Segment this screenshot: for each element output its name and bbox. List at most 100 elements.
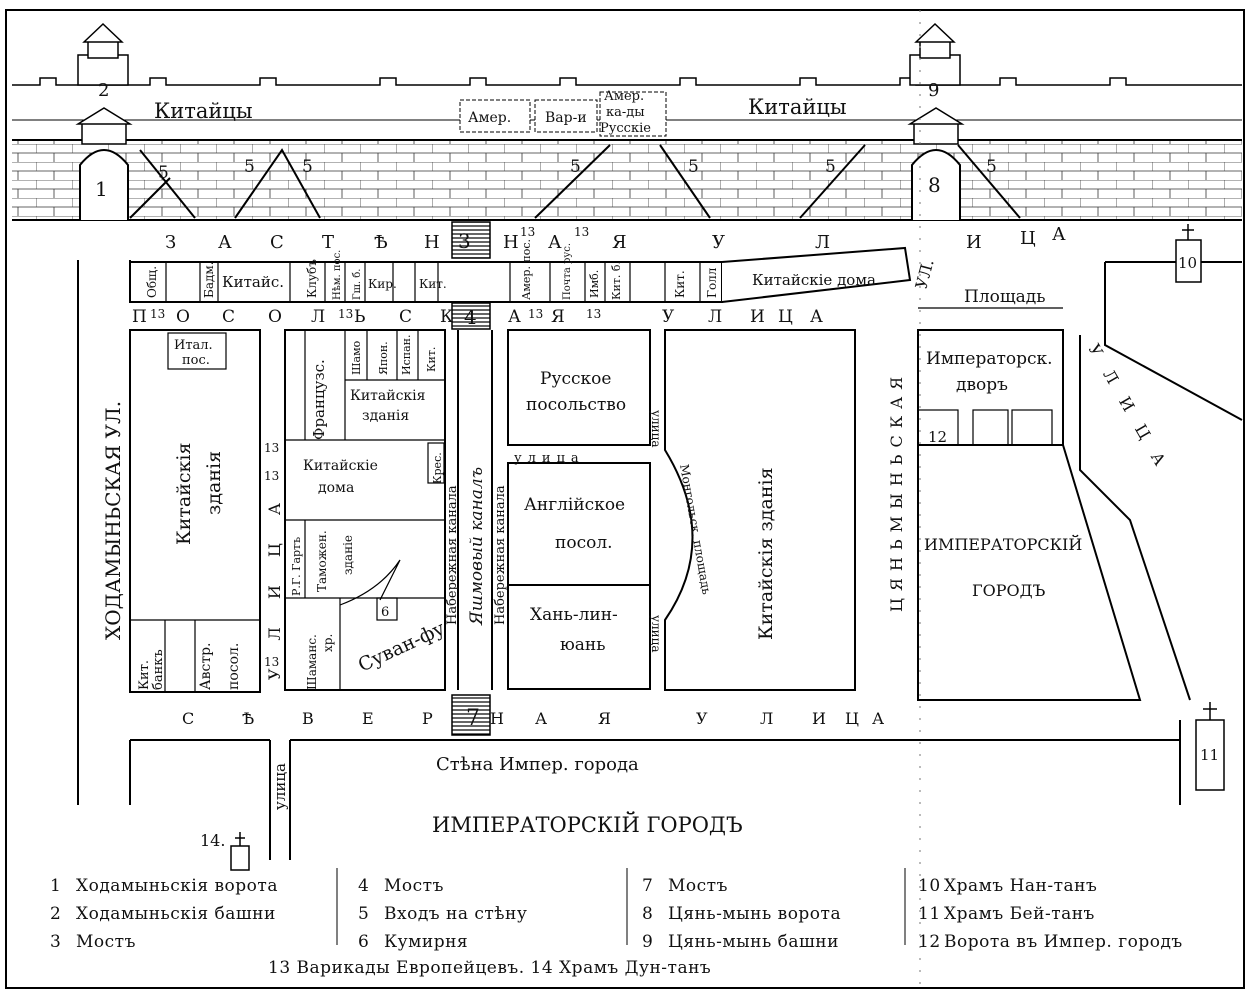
label-kit-b: Кит. б. — [610, 261, 623, 300]
label-klub: Клубъ — [305, 259, 319, 298]
marker-2: 2 — [98, 80, 109, 101]
label-amer-pos: Амер. пос. — [520, 239, 533, 300]
temple-14 — [230, 832, 250, 871]
street-tsyanmyn: ЦЯНЬМЫНЬСКАЯ — [887, 370, 906, 612]
marker-13a: 13 — [150, 307, 165, 321]
marker-9: 9 — [928, 80, 939, 101]
posolskaya-letter: А — [508, 307, 521, 327]
label-kit-zd-small-1: Китайскія — [350, 388, 426, 404]
posolskaya-letter: Ь — [354, 307, 365, 327]
marker-4: 4 — [464, 305, 477, 329]
marker-5c: 5 — [302, 157, 313, 177]
label-suvan-fu: Суван-фу — [355, 617, 448, 676]
severnaya-letter: Р — [422, 709, 433, 728]
label-kit3: Кит. — [425, 347, 438, 372]
tsyanmyn-towers — [907, 22, 965, 145]
label-imp-dvor-2: дворъ — [956, 375, 1008, 395]
label-imp-gorod-bottom: ИМПЕРАТОРСКІЙ ГОРОДЪ — [432, 812, 743, 837]
label-amer-kady-3: Русскіе — [600, 121, 651, 136]
posolskaya-letter: Л — [311, 307, 325, 327]
label-kit1: Кит. — [419, 277, 447, 291]
label-chinese-right: Китайцы — [748, 95, 847, 119]
inner-divisions — [130, 262, 1063, 692]
posolskaya-letter: Л — [708, 307, 722, 327]
label-varii: Вар-и — [545, 110, 587, 126]
label-imp-dvor-1: Императорск. — [926, 349, 1053, 369]
posolskaya-letter: П — [132, 307, 147, 327]
severnaya-letter: Ц — [845, 709, 859, 728]
label-shamo: Шамо — [350, 340, 363, 375]
label-kitais: Китайс. — [222, 273, 284, 291]
label-angliyskoe-2: посол. — [555, 533, 613, 553]
temple-10 — [1175, 224, 1202, 283]
block-outlines — [77, 246, 1243, 860]
zastennaya-letter: И — [966, 232, 982, 253]
street-tsyanmyn-ul: УЛ. — [912, 257, 938, 291]
marker-13f: 13 — [586, 307, 601, 321]
marker-5a: 5 — [158, 163, 169, 183]
label-frantsuz: Французс. — [310, 359, 328, 440]
zastennaya-letter: У — [712, 232, 725, 253]
zastennaya-letter: Н — [503, 232, 519, 253]
posolskaya-letter: У — [662, 307, 675, 327]
label-kit-zd-small-2: зданія — [362, 408, 409, 424]
zastennaya-letter: Т — [322, 232, 334, 253]
label-kir: Кир. — [368, 277, 397, 291]
label-goll: Голл — [705, 267, 719, 298]
posolskaya-letter: К — [440, 307, 453, 327]
label-nem-pos: Нѣм. пос. — [332, 250, 343, 300]
label-nab-kanala-left: Набережная канала — [445, 485, 460, 625]
severnaya-letter: Л — [760, 709, 773, 728]
zastennaya-letter: Л — [815, 232, 830, 253]
label-ispan: Испан. — [400, 335, 413, 375]
street-ulitsa-right: УЛИЦА — [1085, 341, 1179, 485]
label-ital-pos-1: Итал. — [174, 338, 213, 353]
label-ital-pos-2: пос. — [182, 353, 210, 368]
legend-dividers — [336, 10, 921, 988]
marker-13g: 13 — [264, 441, 279, 455]
label-tamozhen: Таможен. — [315, 530, 329, 592]
severnaya-letter: У — [696, 709, 708, 728]
label-kit-bank-1: Кит. — [137, 660, 152, 690]
zastennaya-letter: А — [1052, 224, 1066, 245]
severnaya-letter: И — [812, 709, 826, 728]
label-imb: Имб. — [588, 270, 601, 298]
severnaya-letter: Н — [490, 709, 504, 728]
marker-5g: 5 — [986, 157, 997, 177]
label-kit-zd-big-1: Китайскія — [173, 443, 195, 545]
label-avstr-2: посол. — [226, 643, 242, 690]
zastennaya-letter: Н — [424, 232, 440, 253]
bridge-7 — [451, 694, 491, 736]
street-khodamyn: ХОДАМЫНЬСКАЯ УЛ. — [101, 401, 125, 640]
marker-11: 11 — [1200, 746, 1219, 764]
legation-row-labels: Общ. Бадм. Китайс. Клубъ Нѣм. пос. Гш. б… — [145, 239, 876, 300]
label-pochta-rus: Почта рус. — [562, 243, 573, 300]
street-ulitsa-small: улица — [514, 451, 585, 466]
label-ploshchad: Площадь — [964, 287, 1046, 307]
label-kit-bank-2: банкъ — [151, 649, 166, 690]
label-russkoe-2: посольство — [526, 395, 626, 415]
severnaya-letter: Ѣ — [242, 709, 254, 728]
label-amer-kady-1: Амер. — [604, 89, 644, 104]
map-frame — [5, 9, 1245, 989]
severnaya-letter: А — [872, 709, 884, 728]
marker-8: 8 — [928, 173, 941, 197]
label-stena: Стѣна Импер. города — [436, 754, 639, 775]
temple-11 — [1195, 702, 1225, 791]
marker-13i: 13 — [264, 655, 279, 669]
label-zdanie: зданіе — [341, 535, 355, 575]
marker-10: 10 — [1178, 254, 1197, 272]
marker-13b: 13 — [338, 307, 353, 321]
label-hr: хр. — [321, 634, 335, 652]
street-ulitsa-v2: улица — [649, 615, 663, 653]
marker-13c: 13 — [520, 225, 535, 239]
zastennaya-letter: Ц — [1020, 228, 1036, 249]
